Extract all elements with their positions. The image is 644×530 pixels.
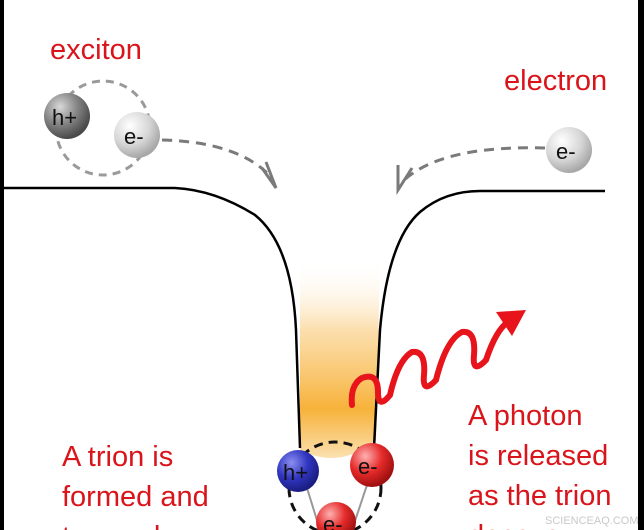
trion-orbit: [287, 440, 383, 530]
photon-arrowhead-icon: [496, 310, 526, 336]
photon-caption-line: is released: [468, 440, 608, 472]
free-electron-particle: [546, 127, 592, 173]
exciton-arrowhead-icon: [260, 161, 278, 189]
trion-electron-particle-2: [316, 502, 356, 530]
free-electron-label: e-: [556, 139, 576, 164]
photon-caption-line: as the trion: [468, 480, 611, 512]
trion-caption-line: formed and: [62, 481, 209, 513]
left-border: [0, 0, 4, 530]
exciton-electron-label: e-: [124, 124, 144, 149]
photon-caption-line: A photon: [468, 400, 583, 432]
trion-hole-particle: [277, 450, 319, 492]
exciton-hole-particle: [44, 93, 90, 139]
electron-arrowhead-icon: [396, 165, 414, 196]
photon-wave: [348, 319, 511, 408]
right-border: [638, 0, 644, 530]
exciton-hole-label: h+: [52, 105, 77, 130]
trion-electron-particle: [350, 443, 394, 487]
well-right-wall: [372, 189, 605, 449]
exciton-label: exciton: [50, 34, 142, 66]
exciton-electron-particle: [114, 112, 160, 158]
trion-electron-label: e-: [358, 454, 378, 479]
trion-caption-line: A trion is: [62, 441, 173, 473]
well-left-wall: [4, 186, 302, 449]
trion-hole-label: h+: [283, 460, 308, 485]
electron-path-arrow: [400, 146, 546, 184]
emission-glow: [300, 260, 380, 458]
electron-label: electron: [504, 65, 607, 97]
photon-caption-line: decays: [468, 520, 560, 530]
watermark: SCIENCEAQ.COM: [545, 515, 639, 527]
trion-caption-line: trapped: [62, 521, 160, 530]
exciton-path-arrow: [161, 138, 274, 179]
trion-electron-label-2: e-: [323, 512, 343, 530]
